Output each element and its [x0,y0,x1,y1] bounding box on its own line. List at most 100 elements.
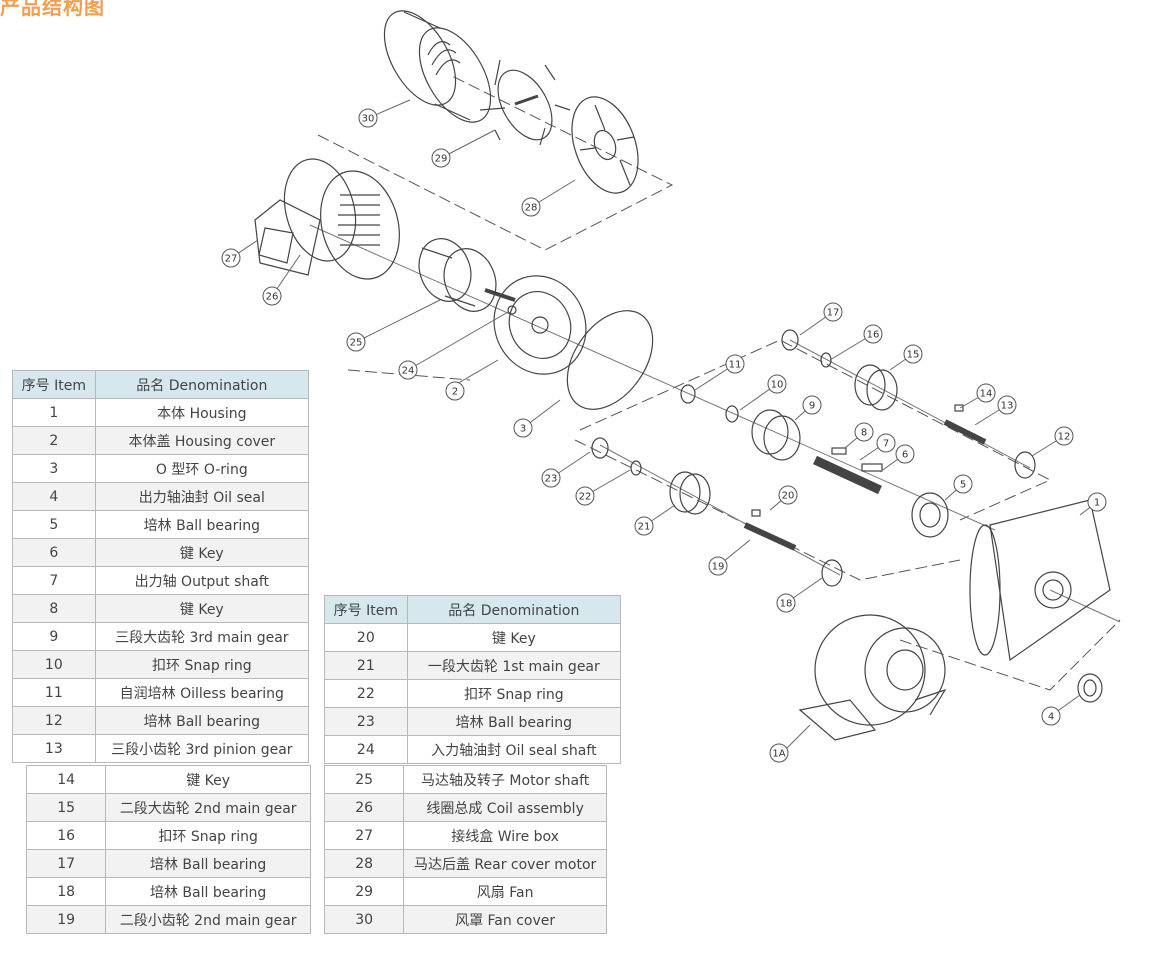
callout-18: 18 [776,593,796,613]
part-name: 培林 Ball bearing [105,877,311,906]
part-name: 马达轴及转子 Motor shaft [403,765,607,794]
callout-label: 20 [782,491,795,502]
part-name: 键 Key [94,538,310,567]
pinion-19-part [743,509,797,551]
callout-label: 4 [1048,712,1054,723]
oilless-bearing-part [680,384,696,404]
part-name: 培林 Ball bearing [105,849,311,878]
snap-ring-10-part [725,405,739,423]
callout-3: 3 [513,418,533,438]
snap-ring-16-part [820,352,832,368]
item-number: 8 [12,594,96,623]
callout-label: 3 [520,424,526,435]
callout-label: 1A [772,749,785,760]
column-header-denomination: 品名 Denomination [94,370,310,399]
callout-label: 19 [712,562,725,573]
callout-17: 17 [823,302,843,322]
coil-assembly-part [283,158,400,280]
column-header-item: 序号 Item [12,370,96,399]
part-name: 马达后盖 Rear cover motor [403,849,607,878]
item-number: 19 [25,905,107,934]
callout-label: 12 [1058,432,1071,443]
part-name: 扣环 Snap ring [94,650,310,679]
ball-bearing-18-part [821,559,843,587]
callout-1: 1 [1087,492,1107,512]
item-number: 12 [12,706,96,735]
part-name: 本体 Housing [94,398,310,427]
item-number: 29 [323,877,405,906]
callout-label: 9 [809,401,815,412]
o-ring-part [566,310,654,410]
item-number: 18 [25,877,107,906]
part-name: O 型环 O-ring [94,454,310,483]
callout-28: 28 [521,197,541,217]
item-number: 14 [25,765,107,794]
part-name: 入力轴油封 Oil seal shaft [406,735,622,764]
item-number: 16 [25,821,107,850]
rotor-part [418,238,516,312]
callout-label: 14 [980,389,993,400]
item-number: 27 [323,821,405,850]
callout-label: 5 [960,480,966,491]
callout-26: 26 [262,286,282,306]
housing-part [969,499,1111,662]
callout-label: 24 [402,366,415,377]
part-name: 本体盖 Housing cover [94,426,310,455]
callout-6: 6 [895,444,915,464]
oil-seal-shaft-part [507,305,517,315]
item-number: 23 [324,707,408,736]
item-number: 3 [12,454,96,483]
callout-24: 24 [398,360,418,380]
callout-23: 23 [541,468,561,488]
item-number: 4 [12,482,96,511]
fan-cover-part [383,10,492,123]
part-name: 扣环 Snap ring [406,679,622,708]
callout-1a: 1A [769,743,789,763]
part-name: 扣环 Snap ring [105,821,311,850]
part-name: 二段大齿轮 2nd main gear [105,793,311,822]
item-number: 9 [12,622,96,651]
item-number: 13 [12,734,96,763]
output-shaft-part [813,447,883,495]
item-number: 11 [12,678,96,707]
callout-label: 26 [266,292,279,303]
part-name: 出力轴油封 Oil seal [94,482,310,511]
callout-label: 27 [225,254,238,265]
callout-19: 19 [708,556,728,576]
callout-11: 11 [725,354,745,374]
part-name: 接线盒 Wire box [403,821,607,850]
item-number: 1 [12,398,96,427]
callout-label: 6 [902,450,908,461]
part-name: 键 Key [406,623,622,652]
callout-8: 8 [854,422,874,442]
callout-22: 22 [575,486,595,506]
callout-label: 21 [638,522,651,533]
item-number: 24 [324,735,408,764]
callout-7: 7 [876,433,896,453]
callout-9: 9 [802,395,822,415]
part-name: 自润培林 Oilless bearing [94,678,310,707]
callout-14: 14 [976,383,996,403]
callout-4: 4 [1041,706,1061,726]
item-number: 20 [324,623,408,652]
column-header-item: 序号 Item [324,595,408,624]
item-number: 17 [25,849,107,878]
